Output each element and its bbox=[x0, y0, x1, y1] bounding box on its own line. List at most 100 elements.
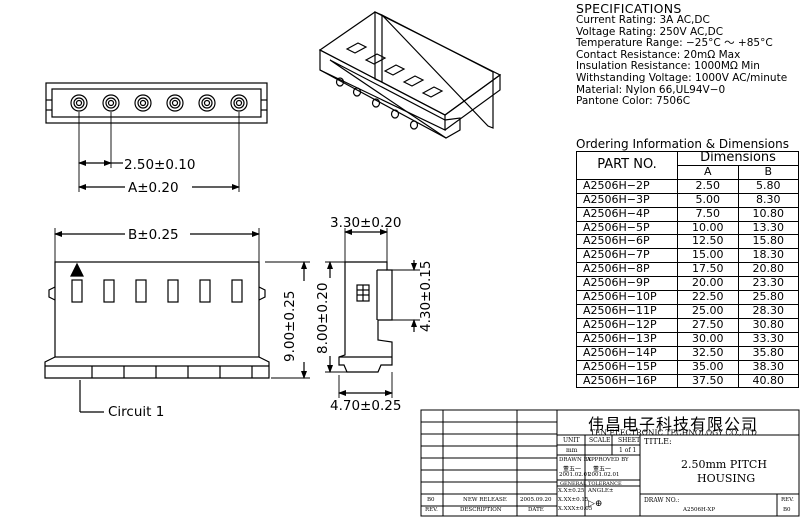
dim-depth-bottom: 4.70±0.25 bbox=[330, 398, 401, 414]
top-view bbox=[45, 82, 268, 192]
part-number-cell: A2506H−2P bbox=[576, 178, 678, 194]
sheet-label: SHEET bbox=[618, 437, 641, 444]
dim-a-cell: 30.00 bbox=[677, 331, 739, 347]
spec-line: Voltage Rating: 250V AC,DC bbox=[576, 25, 724, 38]
dim-a-cell: 15.00 bbox=[677, 248, 739, 264]
dim-b-cell: 25.80 bbox=[737, 290, 799, 305]
col-a: A bbox=[677, 164, 739, 180]
dim-b-cell: 18.30 bbox=[737, 248, 799, 264]
col-dimensions: Dimensions bbox=[677, 151, 799, 166]
scale-label: SCALE bbox=[589, 437, 611, 444]
dim-a-cell: 27.50 bbox=[677, 317, 739, 333]
tolerance-2: X.XX±0.15 bbox=[558, 497, 589, 503]
dim-a-cell: 25.00 bbox=[677, 303, 739, 319]
title-label: TITLE: bbox=[644, 437, 672, 446]
tolerance-3: X.XXX±0.05 bbox=[558, 506, 593, 512]
header-description: DESCRIPTION bbox=[460, 507, 502, 513]
dim-b-cell: 33.30 bbox=[737, 331, 799, 347]
approved-date: 2001.02.01 bbox=[588, 472, 620, 478]
dim-b: B±0.25 bbox=[128, 227, 179, 243]
dim-a-cell: 22.50 bbox=[677, 290, 739, 305]
rev-label: REV. bbox=[781, 497, 794, 503]
part-number-cell: A2506H−11P bbox=[576, 303, 678, 319]
dim-a-cell: 5.00 bbox=[677, 192, 739, 208]
header-date: DATE bbox=[528, 507, 544, 513]
drawn-by-name: 董五一 bbox=[563, 466, 582, 473]
dim-a-cell: 7.50 bbox=[677, 206, 739, 222]
dim-a: A±0.20 bbox=[128, 180, 179, 196]
title-block-frame bbox=[420, 409, 800, 517]
part-number-cell: A2506H−3P bbox=[576, 192, 678, 208]
dim-b-cell: 30.80 bbox=[737, 317, 799, 333]
draw-no-label: DRAW NO.: bbox=[644, 497, 680, 504]
rev-value: B0 bbox=[783, 507, 791, 513]
spec-line: Current Rating: 3A AC,DC bbox=[576, 14, 710, 26]
approved-by-name: 董五一 bbox=[593, 466, 612, 473]
part-number-cell: A2506H−5P bbox=[576, 220, 678, 236]
dim-b-cell: 13.30 bbox=[737, 220, 799, 236]
spec-line: Material: Nylon 66,UL94V−0 bbox=[576, 83, 726, 96]
projection-symbol-icon: ▷⊕ bbox=[588, 499, 603, 509]
side-view bbox=[325, 228, 420, 398]
part-number-cell: A2506H−8P bbox=[576, 262, 678, 278]
dim-b-cell: 5.80 bbox=[737, 178, 799, 194]
drawing-title-line2: HOUSING bbox=[697, 472, 756, 485]
company-name-cn: 伟昌电子科技有限公司 bbox=[588, 415, 759, 434]
part-number-cell: A2506H−13P bbox=[576, 331, 678, 347]
part-number-cell: A2506H−10P bbox=[576, 290, 678, 305]
dim-a-cell: 32.50 bbox=[677, 345, 739, 361]
unit-value: mm bbox=[566, 447, 578, 454]
rev-row-desc: NEW RELEASE bbox=[463, 497, 507, 503]
dim-a-cell: 10.00 bbox=[677, 220, 739, 236]
part-number-cell: A2506H−14P bbox=[576, 345, 678, 361]
tolerance-label: TOLERANCE bbox=[588, 481, 622, 487]
dim-a-cell: 17.50 bbox=[677, 262, 739, 278]
general-label: GENERAL bbox=[560, 481, 587, 487]
dim-latch-height: 4.30±0.15 bbox=[418, 261, 434, 332]
dim-b-cell: 8.30 bbox=[737, 192, 799, 208]
part-number-cell: A2506H−15P bbox=[576, 359, 678, 375]
spec-line: Pantone Color: 7506C bbox=[576, 95, 691, 108]
dim-pitch: 2.50±0.10 bbox=[124, 157, 195, 173]
tolerance-1: X.X±0.25 bbox=[558, 488, 585, 494]
spec-line: Insulation Resistance: 1000MΩ Min bbox=[576, 60, 760, 73]
dim-depth-top: 3.30±0.20 bbox=[330, 215, 401, 231]
dim-b-cell: 38.30 bbox=[737, 359, 799, 375]
drawing-title-line1: 2.50mm PITCH bbox=[681, 458, 767, 471]
part-number-cell: A2506H−6P bbox=[576, 234, 678, 250]
part-number-cell: A2506H−12P bbox=[576, 317, 678, 333]
drawn-date: 2001.02.01 bbox=[559, 472, 591, 478]
spec-line: Temperature Range: −25°C ～ +85°C bbox=[576, 37, 773, 50]
specifications-heading: SPECIFICATIONS bbox=[576, 1, 682, 16]
isometric-view bbox=[318, 11, 502, 139]
circuit-label: Circuit 1 bbox=[108, 404, 164, 420]
ordering-title: Ordering Information & Dimensions bbox=[576, 137, 789, 151]
dim-b-cell: 20.80 bbox=[737, 262, 799, 278]
unit-label: UNIT bbox=[563, 437, 580, 444]
front-view bbox=[44, 228, 310, 413]
dim-b-cell: 40.80 bbox=[737, 373, 799, 389]
dim-a-cell: 12.50 bbox=[677, 234, 739, 250]
sheet-value: 1 of 1 bbox=[619, 447, 637, 454]
specifications-panel: SPECIFICATIONS Current Rating: 3A AC,DC … bbox=[576, 2, 798, 108]
dim-a-cell: 35.00 bbox=[677, 359, 739, 375]
drawn-by-label: DRAWN BY bbox=[559, 457, 592, 463]
dim-b-cell: 35.80 bbox=[737, 345, 799, 361]
dim-a-cell: 37.50 bbox=[677, 373, 739, 389]
spec-line: Contact Resistance: 20mΩ Max bbox=[576, 48, 741, 61]
dim-height-side: 8.00±0.20 bbox=[315, 283, 331, 354]
rev-row-rev: B0 bbox=[427, 497, 435, 503]
col-part-no: PART NO. bbox=[576, 151, 678, 180]
